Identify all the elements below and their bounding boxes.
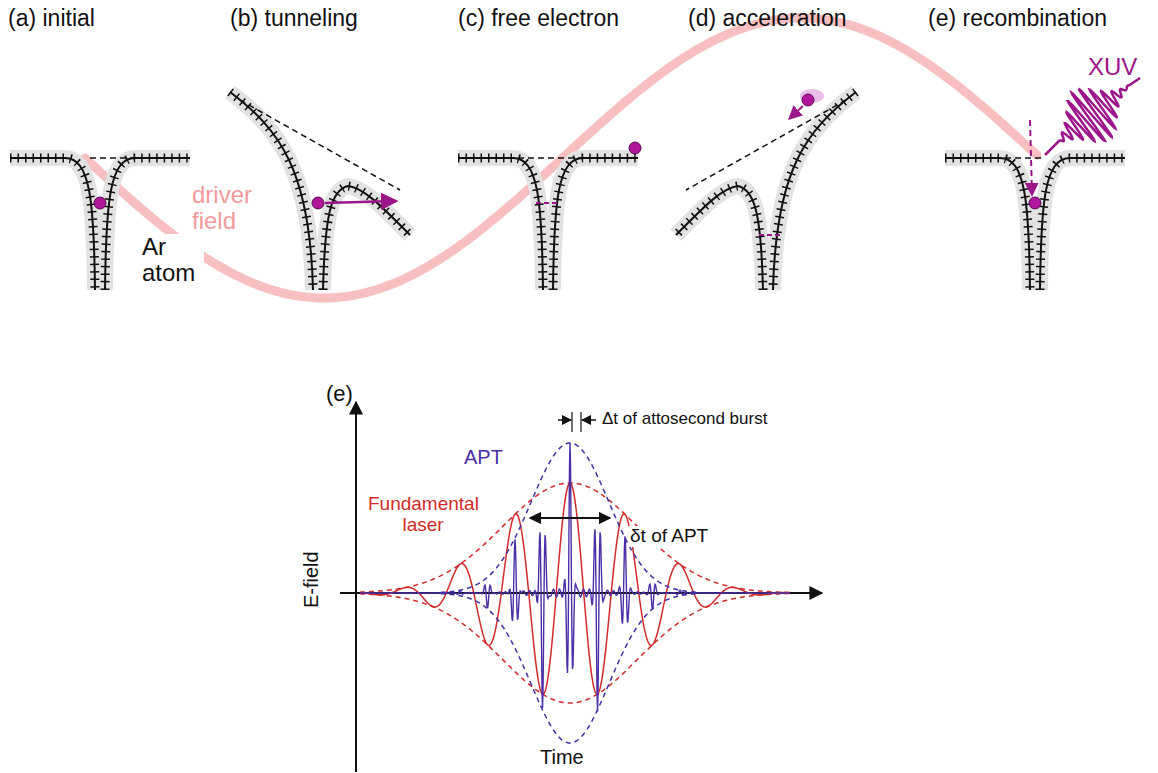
tick (571, 412, 572, 432)
annotation: δt of APT (628, 526, 710, 547)
xuv-pulse (1045, 140, 1060, 155)
panel-title: (b) tunneling (230, 6, 358, 31)
y-axis (355, 402, 357, 772)
electron (802, 94, 814, 106)
burst-arrow (558, 419, 571, 421)
xuv-label: XUV (1088, 54, 1137, 80)
axis-title: Time (540, 746, 584, 768)
electron (629, 142, 641, 154)
dt-apt-arrow (530, 517, 610, 519)
panel-title: (a) initial (8, 6, 95, 31)
electron (94, 197, 106, 209)
acceleration-arrow (790, 106, 803, 118)
panel-title: (e) (326, 382, 353, 406)
electron (1029, 197, 1041, 209)
axis-title: E-field (300, 552, 322, 609)
electron (312, 197, 324, 209)
panel-title: (c) free electron (458, 6, 619, 31)
driver-field-wave (85, 18, 1037, 298)
xuv-pulse (1060, 78, 1140, 141)
series-label: Fundamental laser (366, 494, 480, 536)
burst-arrow (582, 419, 596, 421)
potential-well (458, 158, 638, 290)
tick (580, 412, 581, 432)
panel-title: (d) acceleration (688, 6, 847, 31)
panel-title: (e) recombination (928, 6, 1107, 31)
series-label: APT (462, 446, 505, 468)
tilted-potential (676, 92, 856, 290)
apt-wave (360, 443, 790, 711)
potential-well (945, 158, 1125, 290)
tilted-potential (230, 92, 410, 290)
tunneling-arrow (325, 201, 395, 203)
annotation: Δt of attosecond burst (600, 410, 769, 429)
field-label: driver field (192, 182, 272, 235)
atom-label: Ar atom (140, 234, 204, 287)
recombination-arrow (1030, 120, 1032, 194)
